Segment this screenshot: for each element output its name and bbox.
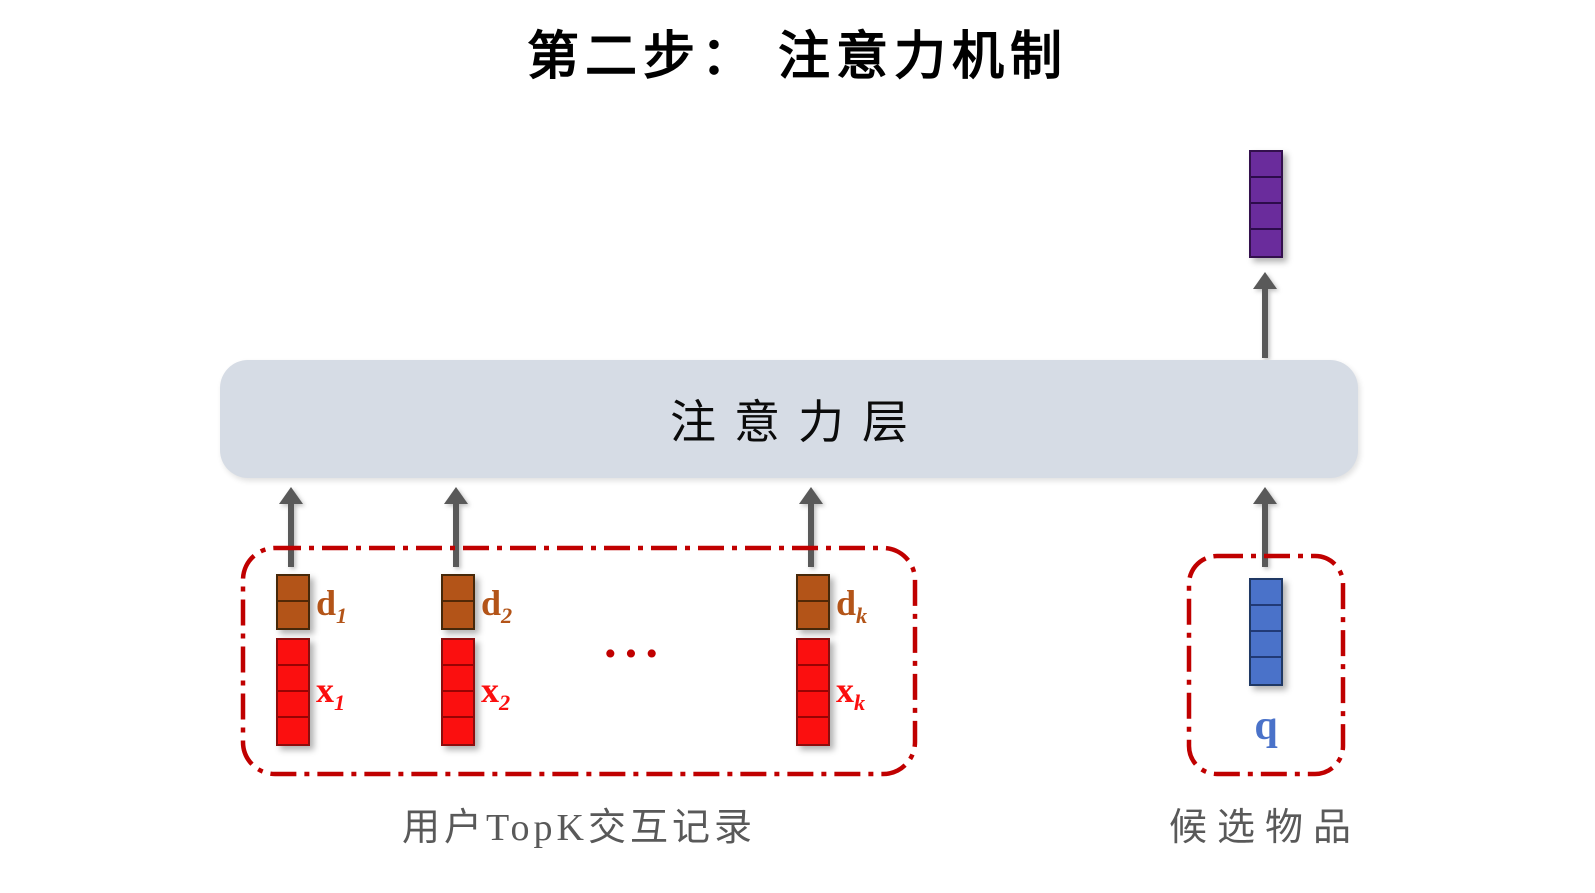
vector-cell <box>1251 152 1281 178</box>
arrow-query <box>1253 487 1277 567</box>
arrow-stack-k <box>799 487 823 567</box>
d2-label-base: d <box>481 583 502 623</box>
ellipsis: ··· <box>602 625 665 681</box>
x2-vector <box>441 638 475 746</box>
arrow-shaft <box>1262 504 1268 567</box>
d2-label: d2 <box>481 585 512 628</box>
x2-label: x2 <box>481 672 510 715</box>
vector-cell <box>1251 658 1281 684</box>
dk-label-base: d <box>836 583 857 623</box>
vector-cell <box>798 666 828 692</box>
xk-vector <box>796 638 830 746</box>
x2-label-sub: 2 <box>499 690 511 716</box>
vector-cell <box>278 576 308 602</box>
arrow-head-icon <box>1253 487 1277 504</box>
vector-cell <box>443 666 473 692</box>
x2-label-base: x <box>481 670 499 710</box>
vector-cell <box>798 640 828 666</box>
vector-cell <box>1251 580 1281 606</box>
d2-label-sub: 2 <box>501 603 513 629</box>
dk-label-sub: k <box>856 603 868 629</box>
dk-label: dk <box>836 585 867 628</box>
output-vector <box>1249 150 1283 258</box>
candidate-caption: 候选物品 <box>1168 807 1361 849</box>
vector-cell <box>278 718 308 744</box>
arrow-output <box>1253 272 1277 358</box>
x1-label: x1 <box>316 672 345 715</box>
xk-label: xk <box>836 672 865 715</box>
vector-cell <box>1251 178 1281 204</box>
arrow-stack-2 <box>444 487 468 567</box>
candidate-box <box>1186 553 1346 777</box>
arrow-shaft <box>453 504 459 567</box>
vector-cell <box>798 576 828 602</box>
attention-layer: 注意力层 <box>220 360 1358 478</box>
user-topk-caption: 用户TopK交互记录 <box>401 807 756 849</box>
vector-cell <box>798 602 828 628</box>
vector-cell <box>1251 632 1281 658</box>
xk-label-sub: k <box>854 690 866 716</box>
d2-vector <box>441 574 475 630</box>
d1-vector <box>276 574 310 630</box>
d1-label: d1 <box>316 585 347 628</box>
arrow-shaft <box>288 504 294 567</box>
vector-cell <box>278 692 308 718</box>
page-title: 第二步： 注意力机制 <box>526 29 1068 86</box>
vector-cell <box>798 718 828 744</box>
x1-label-sub: 1 <box>334 690 346 716</box>
dk-vector <box>796 574 830 630</box>
x1-label-base: x <box>316 670 334 710</box>
vector-cell <box>278 602 308 628</box>
arrow-head-icon <box>799 487 823 504</box>
vector-cell <box>278 640 308 666</box>
vector-cell <box>443 576 473 602</box>
vector-cell <box>278 666 308 692</box>
user-topk-box <box>240 545 918 777</box>
vector-cell <box>798 692 828 718</box>
vector-cell <box>443 718 473 744</box>
arrow-head-icon <box>1253 272 1277 289</box>
d1-label-base: d <box>316 583 337 623</box>
arrow-head-icon <box>444 487 468 504</box>
xk-label-base: x <box>836 670 854 710</box>
arrow-shaft <box>1262 289 1268 358</box>
vector-cell <box>1251 204 1281 230</box>
vector-cell <box>443 692 473 718</box>
q-vector <box>1249 578 1283 686</box>
attention-layer-label: 注意力层 <box>670 397 926 448</box>
arrow-head-icon <box>279 487 303 504</box>
x1-vector <box>276 638 310 746</box>
vector-cell <box>1251 230 1281 256</box>
q-label: q <box>1254 703 1278 749</box>
vector-cell <box>443 602 473 628</box>
d1-label-sub: 1 <box>336 603 348 629</box>
vector-cell <box>1251 606 1281 632</box>
arrow-shaft <box>808 504 814 567</box>
vector-cell <box>443 640 473 666</box>
arrow-stack-1 <box>279 487 303 567</box>
